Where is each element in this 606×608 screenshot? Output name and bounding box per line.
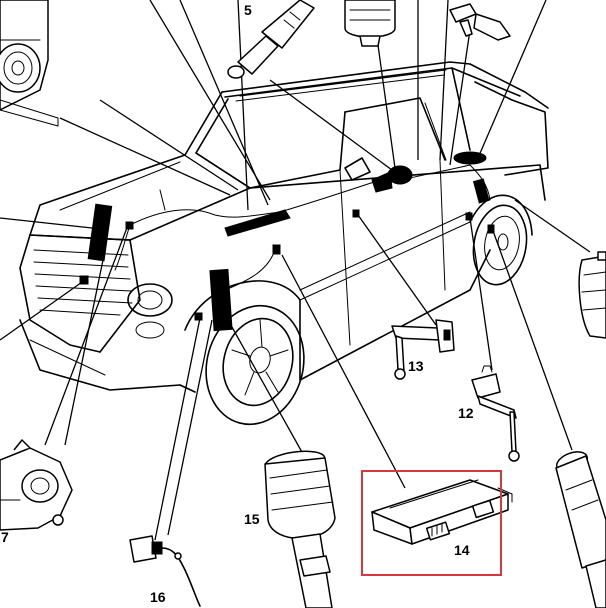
part-16-connector bbox=[129, 535, 201, 607]
on-vehicle-components bbox=[79, 151, 495, 332]
callout-14: 14 bbox=[454, 542, 470, 558]
callout-12: 12 bbox=[458, 405, 474, 421]
part-5-strut bbox=[227, 0, 315, 79]
compressor-housing bbox=[0, 0, 59, 127]
part-15-front-air-strut bbox=[264, 450, 336, 608]
leader-lines bbox=[0, 0, 591, 541]
part-12-height-sensor bbox=[471, 365, 520, 462]
callout-15: 15 bbox=[244, 511, 260, 527]
callout-13: 13 bbox=[408, 358, 424, 374]
front-wheel bbox=[205, 304, 305, 426]
part-7-valve-block bbox=[0, 439, 73, 531]
pipe-t-connector bbox=[449, 3, 511, 41]
callout-7: 7 bbox=[1, 529, 9, 545]
rear-wheel bbox=[472, 204, 528, 286]
rear-air-spring-right bbox=[578, 251, 606, 339]
callout-labels: 5 7 12 13 14 15 16 bbox=[1, 2, 474, 605]
highlight-box bbox=[361, 470, 502, 576]
air-pipe-routing bbox=[114, 164, 491, 291]
callout-16: 16 bbox=[150, 589, 166, 605]
rear-air-spring-top bbox=[344, 0, 396, 47]
part-14-control-module bbox=[371, 479, 513, 545]
headlamp bbox=[127, 283, 173, 339]
part-13-height-sensor bbox=[391, 319, 455, 380]
rear-damper bbox=[555, 451, 606, 608]
vehicle-body bbox=[19, 61, 549, 393]
callout-5: 5 bbox=[244, 2, 252, 18]
